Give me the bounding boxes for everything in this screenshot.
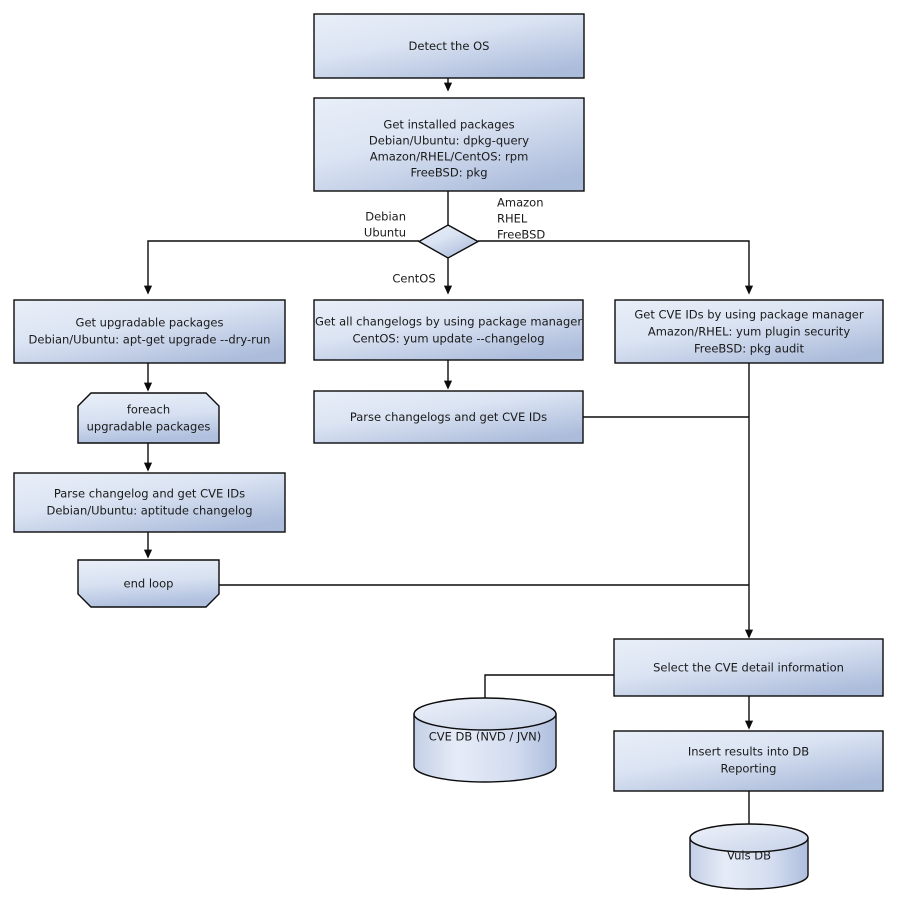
insert-results-line-2: Reporting [721, 762, 777, 776]
get-all-changelogs-line-1: Get all changelogs by using package mana… [315, 315, 582, 329]
parse-changelog-debian-line-2: Debian/Ubuntu: aptitude changelog [47, 504, 253, 518]
edge-select-cve-to-cve-db [484, 674, 614, 708]
get-all-changelogs-box[interactable] [313, 299, 584, 361]
foreach-upgradable-shape[interactable] [77, 392, 220, 444]
node-os-decision[interactable] [417, 224, 480, 259]
parse-changelogs-cve-label: Parse changelogs and get CVE IDs [350, 410, 547, 424]
node-vuls-db[interactable]: Vuls DB [689, 823, 809, 890]
node-select-cve-detail[interactable]: Select the CVE detail information [613, 638, 884, 697]
connectors [143, 78, 754, 832]
edge-decision-left-branch [143, 240, 419, 295]
node-detect-os[interactable]: Detect the OS [313, 13, 585, 79]
get-upgradable-packages-line-1: Get upgradable packages [76, 316, 224, 330]
node-get-installed-packages[interactable]: Get installed packages Debian/Ubuntu: dp… [313, 97, 585, 192]
node-end-loop[interactable]: end loop [77, 559, 220, 608]
get-installed-packages-line-2: Debian/Ubuntu: dpkg-query [369, 134, 529, 148]
get-cve-ids-pkg-manager-box[interactable] [614, 299, 884, 364]
get-all-changelogs-line-2: CentOS: yum update --changelog [352, 332, 544, 346]
parse-changelog-debian-line-1: Parse changelog and get CVE IDs [54, 487, 245, 501]
foreach-upgradable-line-1: foreach [127, 403, 170, 417]
cve-db-cylinder-body[interactable] [413, 713, 557, 783]
node-parse-changelog-cve-debian[interactable]: Parse changelog and get CVE IDs Debian/U… [13, 472, 286, 533]
parse-changelog-cve-debian-box[interactable] [13, 472, 286, 533]
edge-decision-right-branch [478, 240, 754, 295]
node-get-upgradable-packages[interactable]: Get upgradable packages Debian/Ubuntu: a… [13, 299, 286, 364]
node-foreach-upgradable[interactable]: foreach upgradable packages [77, 392, 220, 444]
edge-label-amazon-rhel-freebsd: Amazon RHEL FreeBSD [497, 196, 545, 242]
get-installed-packages-line-3: Amazon/RHEL/CentOS: rpm [370, 150, 529, 164]
detect-os-label: Detect the OS [409, 39, 490, 53]
get-cve-ids-line-2: Amazon/RHEL: yum plugin security [648, 325, 850, 339]
node-parse-changelogs-cve[interactable]: Parse changelogs and get CVE IDs [313, 390, 584, 444]
get-installed-packages-line-4: FreeBSD: pkg [410, 166, 487, 180]
node-insert-results[interactable]: Insert results into DB Reporting [613, 730, 884, 792]
get-cve-ids-line-3: FreeBSD: pkg audit [694, 342, 805, 356]
get-upgradable-packages-line-2: Debian/Ubuntu: apt-get upgrade --dry-run [29, 333, 271, 347]
select-cve-detail-box[interactable] [613, 638, 884, 697]
node-cve-db[interactable]: CVE DB (NVD / JVN) [413, 697, 557, 783]
edge-label-freebsd: FreeBSD [497, 228, 545, 242]
os-decision-diamond[interactable] [417, 224, 480, 259]
detect-os-box[interactable] [313, 13, 585, 79]
vuls-db-label: Vuls DB [727, 849, 771, 863]
parse-changelogs-cve-box[interactable] [313, 390, 584, 444]
select-cve-detail-label: Select the CVE detail information [653, 661, 844, 675]
insert-results-box[interactable] [613, 730, 884, 792]
vuls-db-cylinder-top [689, 823, 809, 853]
get-upgradable-packages-box[interactable] [13, 299, 286, 364]
end-loop-shape[interactable] [77, 559, 220, 608]
cve-db-cylinder-top [413, 697, 557, 731]
get-installed-packages-box[interactable] [313, 97, 585, 192]
end-loop-label: end loop [124, 577, 174, 591]
get-cve-ids-line-1: Get CVE IDs by using package manager [634, 308, 864, 322]
edge-label-centos-text: CentOS [392, 272, 435, 286]
edge-label-ubuntu: Ubuntu [364, 226, 406, 240]
edge-label-rhel: RHEL [497, 212, 528, 226]
node-get-cve-ids-pkg-manager[interactable]: Get CVE IDs by using package manager Ama… [614, 299, 884, 364]
get-installed-packages-line-1: Get installed packages [383, 118, 514, 132]
edge-label-amazon: Amazon [497, 196, 543, 210]
edge-label-centos: CentOS [392, 272, 435, 286]
foreach-upgradable-line-2: upgradable packages [87, 420, 211, 434]
edge-label-debian: Debian [365, 210, 406, 224]
node-get-all-changelogs[interactable]: Get all changelogs by using package mana… [313, 299, 584, 361]
insert-results-line-1: Insert results into DB [688, 745, 809, 759]
cve-db-label: CVE DB (NVD / JVN) [429, 730, 542, 744]
edge-label-debian-ubuntu: Debian Ubuntu [364, 210, 406, 240]
